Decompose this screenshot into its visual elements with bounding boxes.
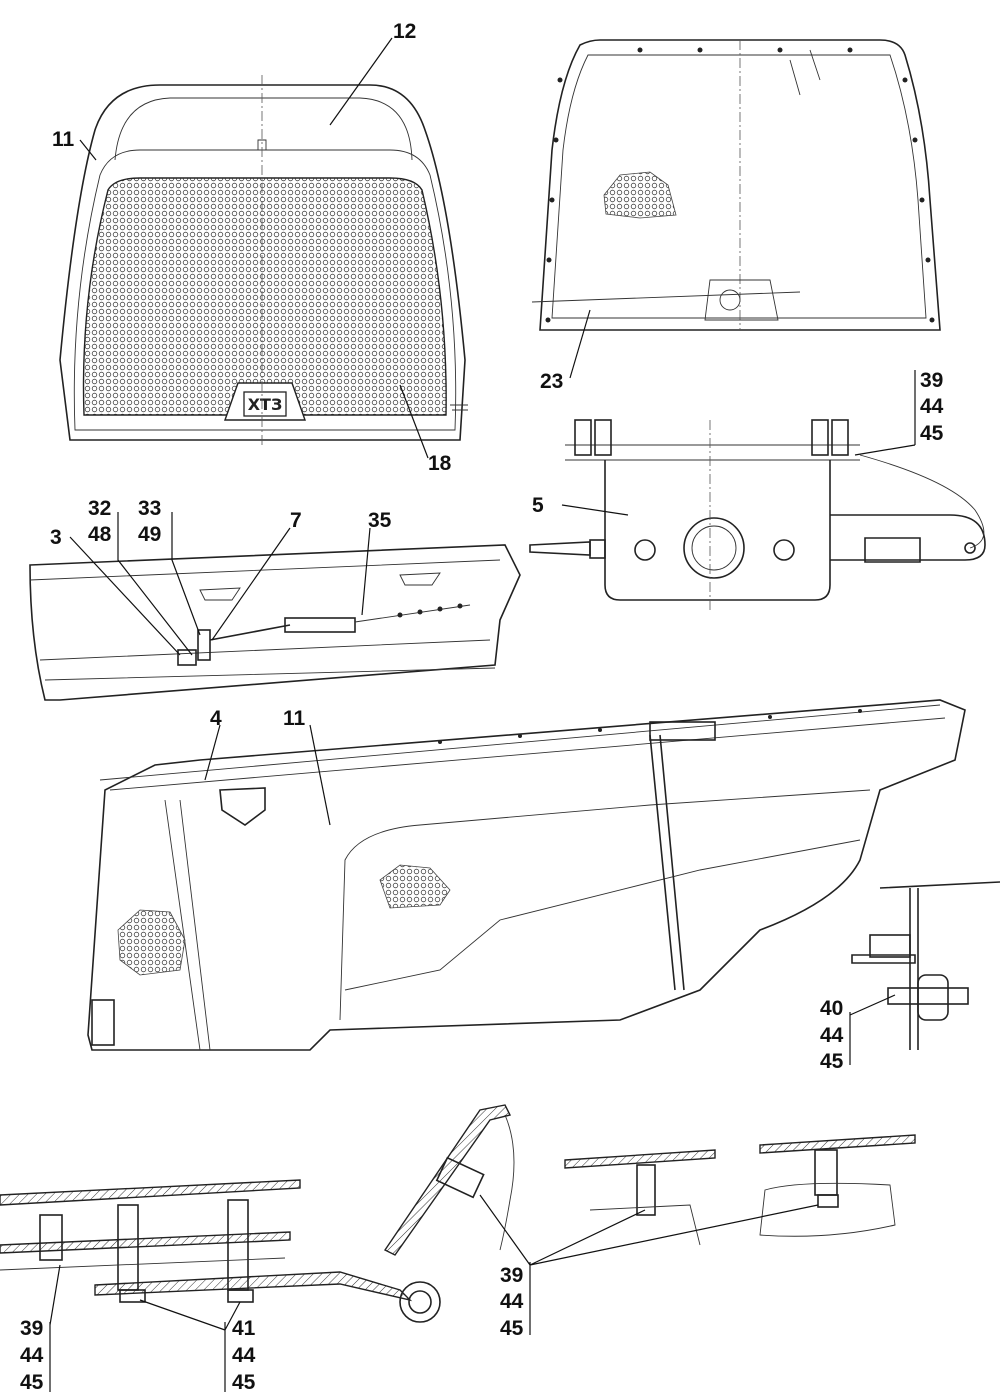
mount-detail	[851, 881, 1000, 1050]
rear-view	[531, 39, 941, 331]
callout-32: 32	[88, 497, 111, 520]
callout-41: 41	[232, 1317, 256, 1340]
callout-45-sec-b: 45	[232, 1371, 256, 1393]
callout-49: 49	[138, 523, 161, 546]
bracket-detail	[529, 419, 986, 610]
callout-44-mount: 44	[820, 1024, 844, 1047]
callout-39-sec-right: 39	[500, 1264, 523, 1287]
part-label-7: 7	[290, 509, 302, 532]
section-right	[383, 1104, 916, 1256]
callout-40: 40	[820, 997, 843, 1020]
callout-39: 39	[920, 369, 943, 392]
part-label-11-side: 11	[283, 707, 306, 730]
part-label-12: 12	[393, 20, 416, 43]
part-label-23: 23	[540, 370, 563, 393]
part-label-5: 5	[532, 494, 544, 517]
side-view	[87, 699, 966, 1051]
callout-39-sec-left: 39	[20, 1317, 43, 1340]
side-detail	[29, 544, 521, 701]
callout-45-sec-right: 45	[500, 1317, 524, 1340]
part-label-35: 35	[368, 509, 392, 532]
callout-44: 44	[920, 395, 944, 418]
part-label-4: 4	[210, 707, 222, 730]
callout-44-sec-left: 44	[20, 1344, 44, 1367]
callout-45-sec-left: 45	[20, 1371, 44, 1393]
callout-33: 33	[138, 497, 161, 520]
part-label-11: 11	[52, 128, 75, 151]
callout-45-mount: 45	[820, 1050, 844, 1073]
section-left	[0, 1179, 441, 1323]
part-label-18: 18	[428, 452, 452, 475]
manufacturer-logo: ХТЗ	[248, 395, 283, 414]
callout-48: 48	[88, 523, 112, 546]
callout-44-sec-b: 44	[232, 1344, 256, 1367]
front-view: ХТЗ	[59, 75, 468, 445]
callout-45: 45	[920, 422, 944, 445]
callout-44-sec-right: 44	[500, 1290, 524, 1313]
part-label-3: 3	[50, 526, 62, 549]
